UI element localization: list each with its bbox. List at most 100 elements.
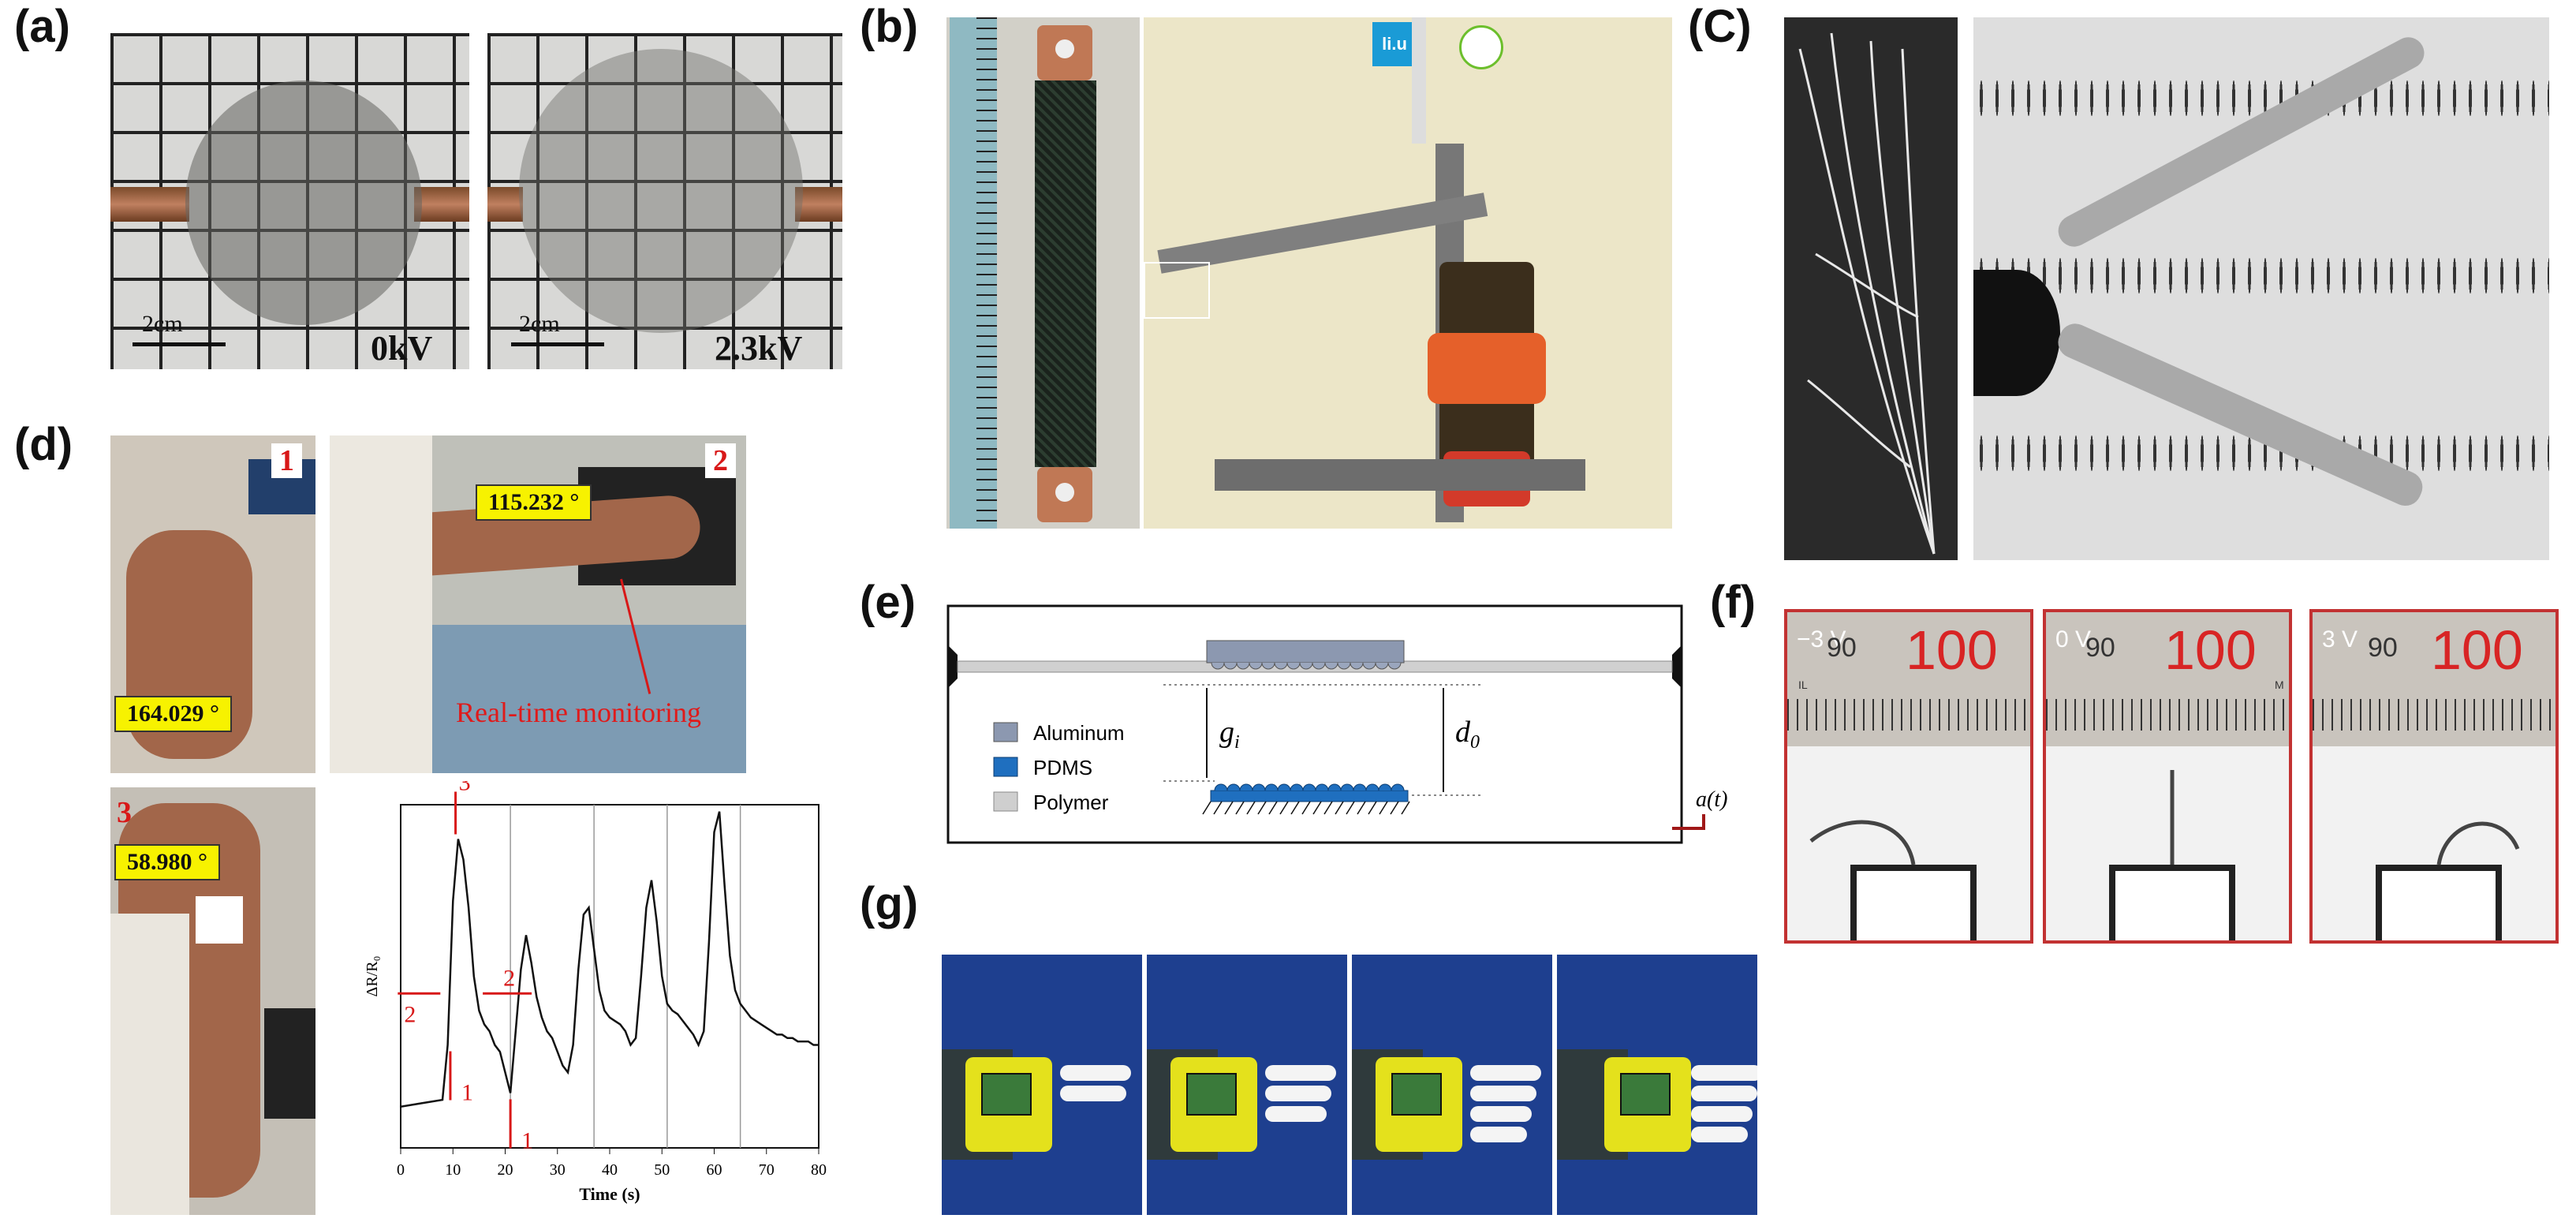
panel-label-e: (e) [860, 577, 916, 628]
x-tick-label-4: 40 [602, 1161, 618, 1179]
photo-g-frame-1 [1147, 955, 1347, 1215]
ruler-number: 90 [1827, 633, 1857, 663]
glove-finger [1060, 1065, 1131, 1081]
legend-aluminum: Aluminum [1033, 721, 1125, 745]
base-block [2376, 865, 2502, 940]
left-clamp [948, 645, 958, 688]
annotation-label-0: 1 [461, 1080, 473, 1106]
scale-text: 2cm [519, 311, 560, 337]
legend-polymer: Polymer [1033, 791, 1109, 814]
x-tick-label-6: 60 [707, 1161, 722, 1179]
plot-area [400, 804, 819, 1149]
capacitor-diagram: gi d0 Aluminum PDMS Polymer a(t) [946, 604, 1727, 844]
highlight-box [1144, 262, 1210, 319]
x-axis-label: Time (s) [579, 1184, 640, 1204]
photo-f-frame-2: 3 V 90 100 [2309, 609, 2559, 944]
x-tick-label-2: 20 [498, 1161, 513, 1179]
voltage-label: 3 V [2322, 626, 2358, 652]
glove-finger [1691, 1065, 1757, 1081]
x-tick-label-5: 50 [654, 1161, 670, 1179]
white-box [196, 896, 243, 944]
scale-bar [133, 342, 226, 346]
circuit-board [981, 1073, 1032, 1116]
copper-hole [1055, 39, 1074, 58]
photo-g-frame-2 [1352, 955, 1552, 1215]
shirt [110, 914, 189, 1215]
glove-finger [1060, 1086, 1126, 1101]
scale-bar [511, 342, 604, 346]
lego-base [1215, 459, 1585, 491]
logo-circle [1459, 25, 1503, 69]
angle-readout: 58.980 ° [114, 844, 220, 880]
electrode-right [795, 187, 842, 222]
dotted-grid [1973, 17, 2549, 560]
gap-symbol: gi [1219, 716, 1240, 753]
scale-text: 2cm [142, 311, 183, 337]
circuit-board [1620, 1073, 1671, 1116]
glove-finger [1691, 1086, 1757, 1101]
legend-swatch-aluminum [993, 722, 1018, 742]
base-block [1850, 865, 1977, 940]
y-axis-label: ΔR/R₀ [364, 955, 381, 996]
ruler-number-big: 100 [2431, 619, 2523, 681]
photo-d1: 1 164.029 ° [110, 435, 315, 773]
signal-symbol: a(t) [1696, 787, 1727, 812]
x-tick-label-8: 80 [811, 1161, 827, 1179]
electrode-right [414, 187, 469, 222]
voltage-text: 0kV [371, 329, 433, 368]
photo-g-frame-3 [1557, 955, 1757, 1215]
panel-label-d: (d) [14, 419, 73, 470]
annotation-label-3: 2 [503, 965, 515, 991]
electrode-left [110, 187, 189, 222]
photo-c-flight [1973, 17, 2549, 560]
glove-finger [1691, 1127, 1748, 1142]
photo-a-right: 2cm 2.3kV [487, 33, 842, 369]
ruler-ticks [1787, 699, 2030, 731]
photo-b-setup: li.u [1144, 17, 1672, 529]
ruler-tick-label: M [2275, 678, 2284, 691]
photo-d2: 2 115.232 ° Real-time monitoring [330, 435, 746, 773]
circuit-board [1391, 1073, 1442, 1116]
copper-hole [1055, 483, 1074, 502]
annotation-label-2: 3 [459, 781, 471, 796]
right-clamp [1672, 645, 1682, 688]
x-tick-label-3: 30 [550, 1161, 566, 1179]
actuator-strip [2436, 821, 2520, 865]
series-line [400, 811, 819, 1108]
photo-g-frame-0 [942, 955, 1142, 1215]
annotation-label-1: 2 [404, 1001, 416, 1027]
legend-swatch-polymer [993, 791, 1018, 812]
photo-c-wing [1784, 17, 1958, 560]
ruler-tick-label: IL [1798, 678, 1808, 691]
device [264, 1008, 315, 1119]
membrane-disc [519, 49, 803, 333]
panel-label-b: (b) [860, 1, 919, 52]
voltage-label: 0 V [2055, 626, 2092, 652]
vertical-post [1412, 17, 1426, 144]
voltage-text: 2.3kV [715, 329, 803, 368]
glove-finger [1265, 1086, 1331, 1101]
circuit-board [1186, 1073, 1237, 1116]
ruler-number: 90 [2085, 633, 2115, 663]
ruler-ticks [976, 17, 997, 529]
panel-label-a: (a) [14, 1, 70, 52]
fabric-actuator [1035, 80, 1096, 467]
logo-liu: li.u [1372, 22, 1417, 66]
actuator-strip [2170, 770, 2175, 865]
glove-finger [1470, 1086, 1536, 1101]
x-tick-label-0: 0 [397, 1161, 405, 1179]
annotation-label-4: 1 [521, 1127, 533, 1153]
glove-finger [1265, 1106, 1327, 1122]
glove-finger [1265, 1065, 1336, 1081]
realtime-caption: Real-time monitoring [456, 697, 701, 728]
ruler-number-big: 100 [2164, 619, 2257, 681]
ruler-ticks [2313, 699, 2555, 731]
dark-body [1973, 270, 2060, 396]
glove-finger [1691, 1106, 1753, 1122]
ruler-number: 90 [2368, 633, 2398, 663]
photo-d3: 3 58.980 ° [110, 787, 315, 1215]
glove-finger [1470, 1127, 1527, 1142]
photo-number: 2 [705, 443, 736, 478]
